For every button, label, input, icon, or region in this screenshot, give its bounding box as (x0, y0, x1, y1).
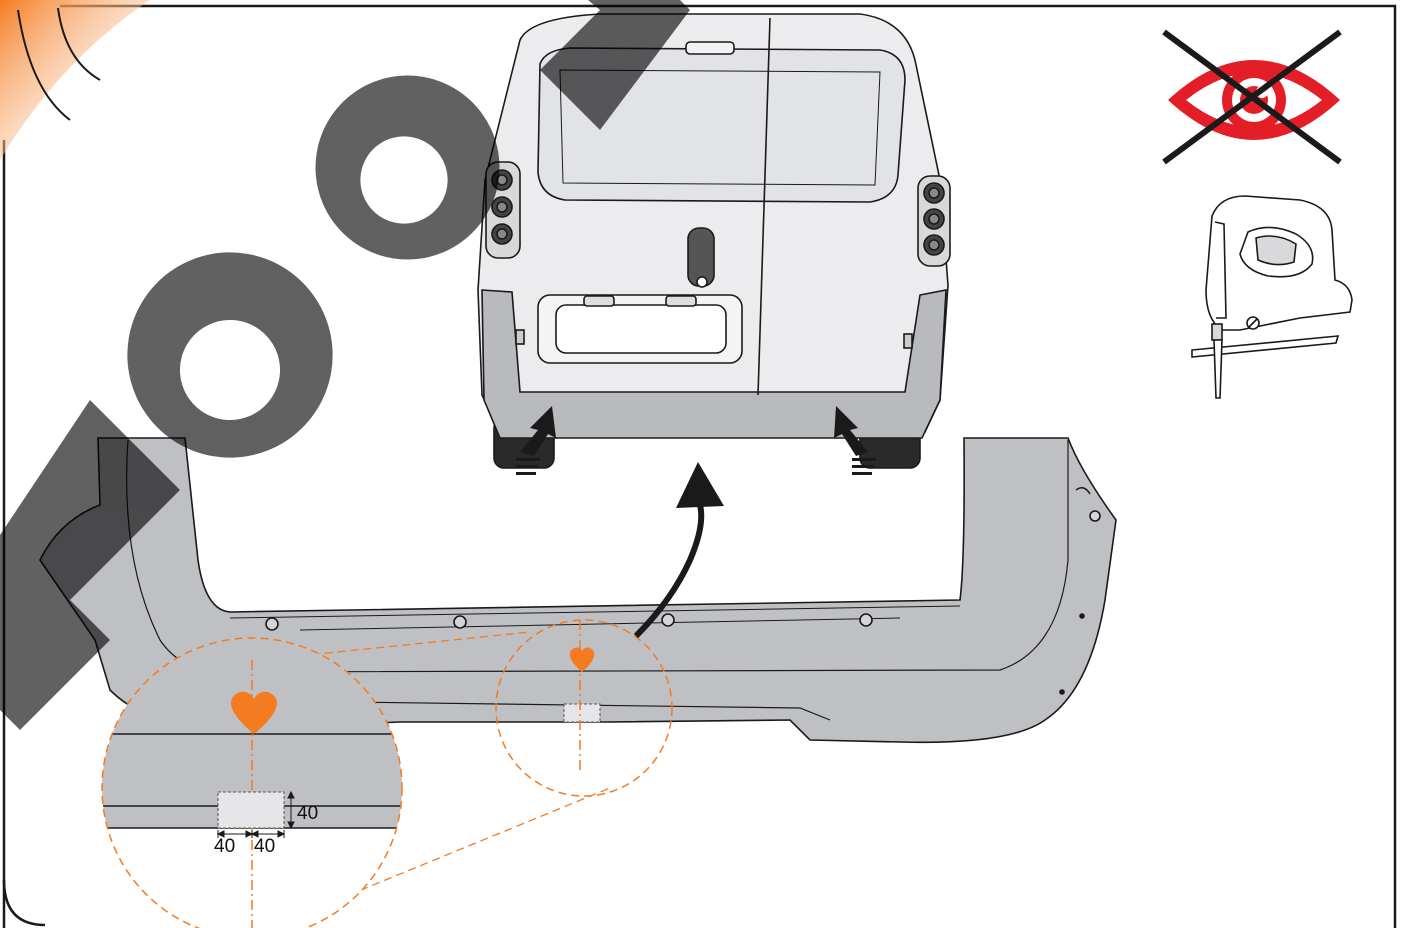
up-arrow-icon (834, 406, 876, 475)
cutout-marker-small (563, 620, 601, 770)
dimension-right-width-label: 40 (254, 836, 275, 857)
corner-decoration (0, 0, 150, 160)
heart-marker-icon (231, 691, 277, 734)
detail-circle-small (495, 619, 673, 797)
up-arrow-icon (516, 406, 556, 475)
cutout-area (217, 791, 285, 829)
heart-marker-icon (569, 647, 595, 672)
dimension-lines (216, 790, 295, 838)
dimension-height-label: 40 (297, 803, 318, 824)
jigsaw-icon (1191, 195, 1353, 399)
frame-corner-bottom (2, 879, 46, 927)
dimension-left-width-label: 40 (214, 836, 235, 857)
eye-crossed-icon (1162, 29, 1342, 165)
van-rear-view (477, 13, 951, 469)
watermark (0, 0, 690, 730)
curved-arrow-icon (633, 462, 724, 639)
